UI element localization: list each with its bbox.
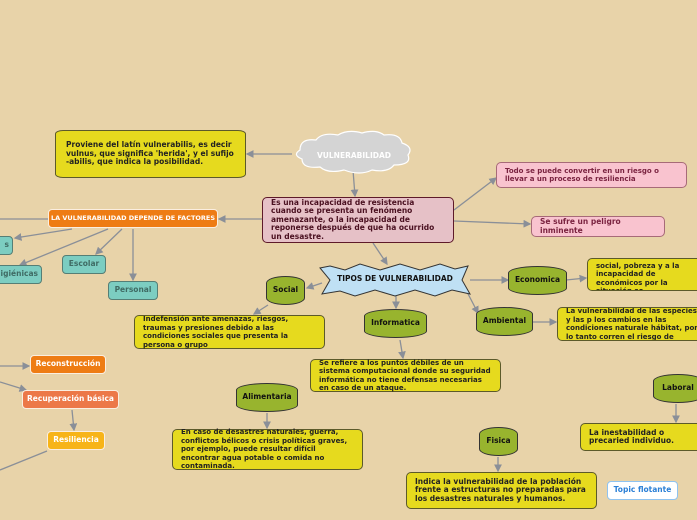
factor-node[interactable]: s [0, 236, 13, 255]
ambiental-desc[interactable]: La vulnerabilidad de las especies y las … [557, 307, 697, 341]
type-economica[interactable]: Economica [508, 266, 567, 295]
floating-topic[interactable]: Topic flotante [607, 481, 678, 500]
type-laboral[interactable]: Laboral [653, 374, 697, 403]
type-alimentaria[interactable]: Alimentaria [236, 383, 298, 412]
alimentaria-desc[interactable]: En caso de desastres naturales, guerra, … [172, 428, 363, 470]
economica-desc[interactable]: Se enmarca dentro de lo social, pobreza … [587, 258, 697, 291]
factor-node[interactable]: igiénicas [0, 265, 42, 284]
type-fisica[interactable]: Fisica [479, 427, 518, 456]
risk-note-node[interactable]: Todo se puede convertir en un riesgo o l… [496, 162, 687, 188]
social-desc[interactable]: Indefensión ante amenazas, riesgos, trau… [134, 315, 325, 349]
type-social[interactable]: Social [266, 276, 305, 305]
definition-node[interactable]: Es una incapacidad de resistencia cuando… [262, 197, 454, 243]
factors-node[interactable]: LA VULNERABILIDAD DEPENDE DE FACTORES [48, 209, 218, 228]
etymology-node[interactable]: Proviene del latín vulnerabilis, es deci… [55, 130, 246, 178]
types-label: TIPOS DE VULNERABILIDAD [337, 273, 453, 283]
root-topic-label: VULNERABILIDAD [317, 150, 391, 160]
type-informatica[interactable]: Informatica [364, 309, 427, 338]
type-ambiental[interactable]: Ambiental [476, 307, 533, 336]
informatica-desc[interactable]: Se refiere a los puntos débiles de un si… [310, 359, 501, 392]
resiliencia-node[interactable]: Resiliencia [47, 431, 105, 450]
danger-note-node[interactable]: Se sufre un peligro inminente [531, 216, 665, 237]
laboral-desc[interactable]: La inestabilidad o precaried individuo. [580, 423, 697, 451]
fisica-desc[interactable]: Indica la vulnerabilidad de la población… [406, 472, 597, 509]
reconstruccion-node[interactable]: Reconstrucción [30, 355, 106, 374]
recuperacion-node[interactable]: Recuperación básica [22, 390, 119, 409]
factor-personal[interactable]: Personal [108, 281, 158, 300]
factor-escolar[interactable]: Escolar [62, 255, 106, 274]
